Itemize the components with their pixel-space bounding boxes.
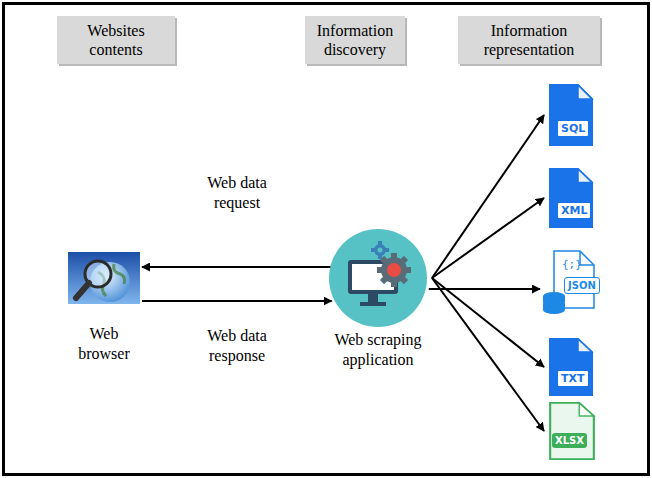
file-icon: {;} JSON [542,250,598,316]
file-type-label: XML [556,201,592,220]
arrow-connector [142,300,332,302]
spreadsheet-page-svg [546,402,598,460]
node-caption: Web browser [69,324,139,364]
spreadsheet-page [546,402,598,460]
edge-label: Web data response [193,326,281,366]
column-header: Websites contents [57,16,175,64]
app-icon: Web scraping application [328,228,428,328]
app-illustration-svg [328,228,428,328]
app-illustration [328,228,428,328]
file-icon: TXT [546,338,596,396]
file-type-label: TXT [556,369,590,388]
column-header: Information representation [458,16,600,64]
header-text: Information representation [464,21,594,59]
file-type-label: XLSX [552,433,587,448]
file-icon: SQL [546,84,596,146]
header-text: Websites contents [63,21,169,59]
file-icon: XLSX [546,402,598,460]
header-text: Information discovery [311,21,399,59]
arrow-connector [432,115,544,278]
column-header: Information discovery [305,16,405,64]
edge-label: Web data request [193,173,281,213]
arrow-connector [142,266,331,268]
browser-illustration [68,252,140,304]
file-type-label: JSON [564,277,600,294]
browser-illustration-svg [68,252,140,304]
node-caption: Web scraping application [313,330,443,370]
json-braces: {;} [562,258,582,271]
file-icon: XML [546,168,596,228]
arrow-connector [432,198,544,278]
arrow-connector [432,278,544,431]
browser-icon: Web browser [68,252,140,304]
file-type-label: SQL [556,119,590,138]
